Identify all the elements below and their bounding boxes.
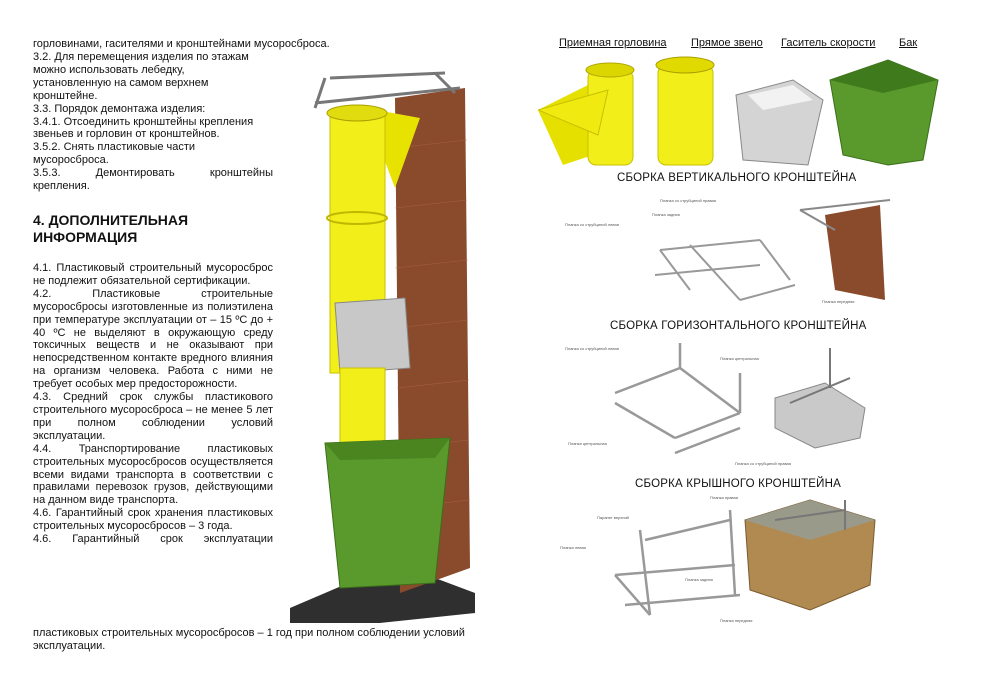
label: Планка правая — [710, 495, 738, 500]
label: Планка задняя — [685, 577, 713, 582]
label: Парапет верхний — [597, 515, 629, 520]
item-4-6-warranty-line1: 4.6. Гарантийный срок эксплуатации — [33, 533, 273, 546]
item-3-5-3: 3.5.3. Демонтировать кронштейны креплени… — [33, 167, 273, 193]
item-4-3: 4.3. Средний срок службы пластикового ст… — [33, 391, 273, 442]
caption-straight-section: Прямое звено — [691, 37, 763, 49]
straight-section-image — [655, 56, 715, 166]
item-4-6-storage: 4.6. Гарантийный срок хранения пластиков… — [33, 507, 273, 533]
item-3-3: 3.3. Порядок демонтажа изделия: — [33, 102, 206, 115]
item-4-4: 4.4. Транспортирование пластиковых строи… — [33, 442, 273, 507]
products-illustration — [538, 56, 939, 166]
label: Планка левая — [560, 545, 586, 550]
item-3-4-1: 3.4.1. Отсоединить кронштейны крепления … — [33, 115, 254, 141]
section-title-horizontal-bracket: СБОРКА ГОРИЗОНТАЛЬНОГО КРОНШТЕЙНА — [610, 320, 867, 332]
section-title-vertical-bracket: СБОРКА ВЕРТИКАЛЬНОГО КРОНШТЕЙНА — [617, 172, 857, 184]
label: Планка со струбциной левая — [565, 346, 619, 351]
vertical-bracket-diagram: Планка со струбциной правая Планка задня… — [565, 198, 891, 304]
label: Планка задняя — [652, 212, 680, 217]
top-bracket — [313, 71, 461, 109]
waste-bin — [324, 437, 451, 589]
speed-damper-image — [735, 79, 824, 166]
info-list: 4.1. Пластиковый строительный мусоросбро… — [33, 262, 273, 546]
caption-receiving-hopper: Приемная горловина — [559, 37, 667, 49]
label: Планка со струбциной левая — [565, 222, 619, 227]
roof-bracket-diagram: Планка правая Парапет верхний Планка лев… — [560, 495, 876, 623]
item-4-6-warranty-rest: пластиковых строительных мусоросбросов –… — [33, 627, 465, 652]
disassembly-list: 3.2. Для перемещения изделия по этажам м… — [33, 51, 273, 193]
label: Планка передняя — [822, 299, 854, 304]
receiving-hopper-image — [538, 62, 635, 166]
caption-speed-damper: Гаситель скорости — [781, 37, 876, 49]
label: Планка со струбциной правая — [735, 461, 791, 466]
item-4-2: 4.2. Пластиковые строительные мусоросбро… — [33, 287, 273, 391]
horizontal-bracket-diagram: Планка со струбциной левая Планка центра… — [565, 343, 866, 466]
section-title-roof-bracket: СБОРКА КРЫШНОГО КРОНШТЕЙНА — [635, 478, 842, 490]
chute-assembly-illustration — [290, 71, 475, 623]
intro-line: горловинами, гасителями и кронштейнами м… — [33, 38, 330, 50]
label: Планка центральная — [568, 441, 607, 446]
section-heading: 4. ДОПОЛНИТЕЛЬНАЯ ИНФОРМАЦИЯ — [33, 212, 189, 245]
label: Планка центральная — [720, 356, 759, 361]
label: Планка передняя — [720, 618, 752, 623]
label: Планка со струбциной правая — [660, 198, 716, 203]
bin-image — [829, 59, 939, 166]
item-3-5-2: 3.5.2. Снять пластиковые части мусоросбр… — [33, 141, 196, 167]
caption-bin: Бак — [899, 37, 918, 49]
item-3-2: 3.2. Для перемещения изделия по этажам м… — [33, 51, 249, 102]
speed-damper — [334, 297, 411, 374]
item-4-1: 4.1. Пластиковый строительный мусоросбро… — [33, 262, 273, 287]
